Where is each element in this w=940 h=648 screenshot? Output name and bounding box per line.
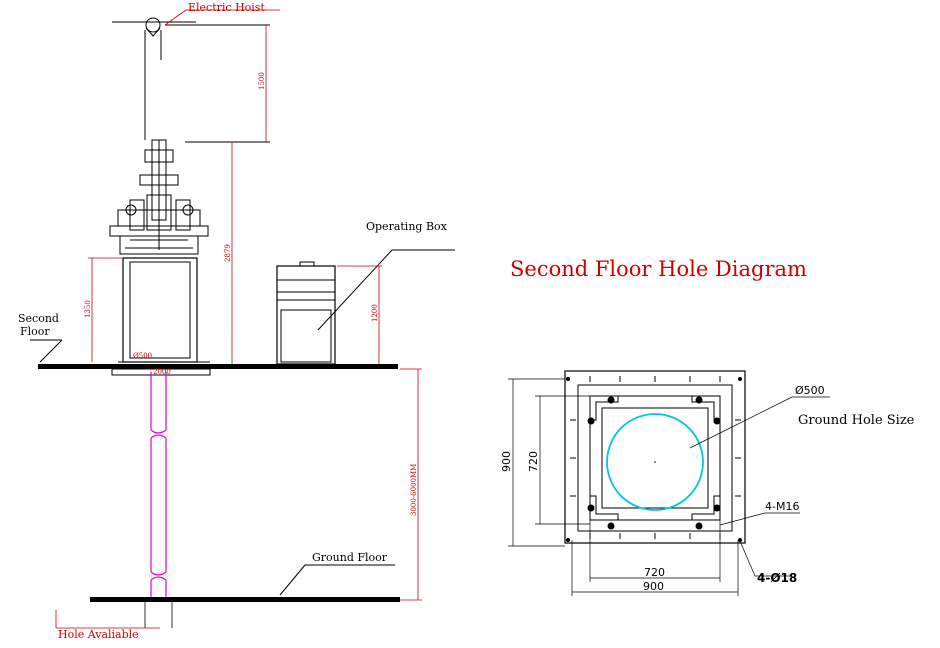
dim-plan-inner-v: 720 xyxy=(527,451,540,472)
dim-holes: 4-Ø18 xyxy=(757,571,797,585)
dim-base-width: 2000 xyxy=(153,368,171,376)
ground-hole-circle xyxy=(606,413,704,511)
ground-floor-slab xyxy=(90,597,400,602)
dim-box-height: 1200 xyxy=(371,304,379,322)
second-floor-slab xyxy=(38,364,398,376)
plan-view xyxy=(564,370,746,544)
operating-box-label: Operating Box xyxy=(366,220,448,233)
elevation-view xyxy=(30,17,455,602)
plan-bolts xyxy=(566,377,742,542)
second-floor-label-line2: Floor xyxy=(20,325,50,338)
plan-dimensions xyxy=(508,378,830,596)
elevation-dimensions xyxy=(55,9,422,629)
ground-floor-label: Ground Floor xyxy=(312,551,388,564)
hole-available-label: Hole Avaliable xyxy=(58,628,139,641)
dim-frame-height: 1350 xyxy=(84,300,92,318)
ground-hole-size-label: Ground Hole Size xyxy=(798,413,915,428)
dim-base-dia: Ø500 xyxy=(133,352,152,360)
pipe xyxy=(150,372,167,597)
dim-plan-inner-h: 720 xyxy=(644,566,665,579)
dim-hole-dia: Ø500 xyxy=(795,384,825,397)
diagram-title: Second Floor Hole Diagram xyxy=(510,257,807,281)
second-floor-label-line1: Second xyxy=(18,312,59,325)
operating-box xyxy=(276,261,336,365)
dim-hoist-height: 1500 xyxy=(258,72,266,90)
machine-spindle xyxy=(109,139,209,255)
dim-plan-outer-h: 900 xyxy=(643,580,664,593)
dim-floor-gap: 3000-6000MM xyxy=(410,464,418,516)
electric-hoist-label: Electric Hoist xyxy=(188,1,265,14)
dim-machine-height: 2879 xyxy=(224,244,232,262)
dim-bolts: 4-M16 xyxy=(765,500,799,513)
machine-frame xyxy=(118,257,210,363)
dim-plan-outer-v: 900 xyxy=(500,451,513,472)
electric-hoist-icon xyxy=(112,17,196,140)
